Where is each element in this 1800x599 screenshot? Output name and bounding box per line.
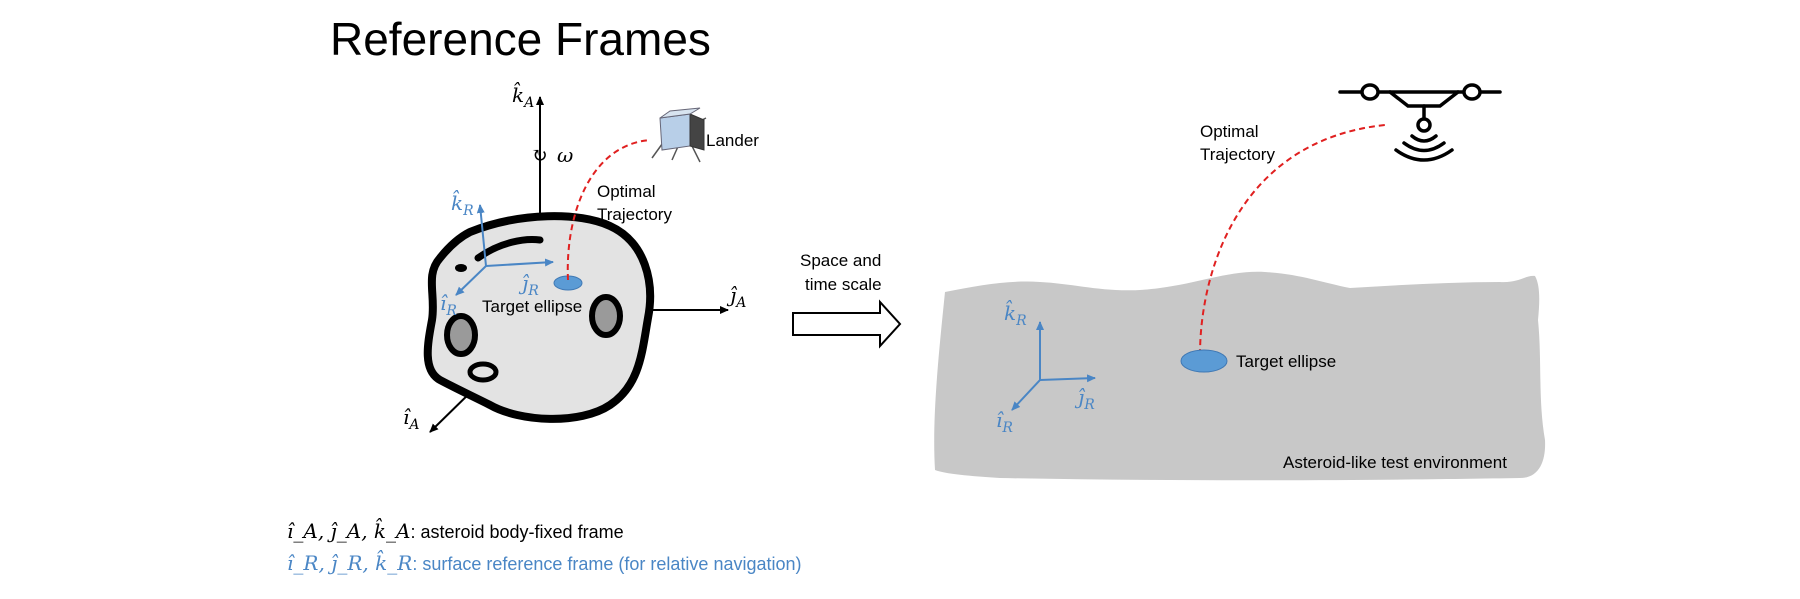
transition: Space and time scale — [792, 251, 902, 349]
lander-icon — [651, 107, 707, 163]
j-a-label: ĵA — [726, 283, 746, 311]
i-r-axis — [455, 265, 487, 296]
lander-label: Lander — [706, 131, 759, 150]
k-r-axis — [476, 204, 487, 267]
i-r-label: îR — [440, 291, 457, 319]
k-a-label: k̂A — [512, 81, 534, 111]
crater — [589, 294, 623, 338]
omega-label: ω — [557, 143, 573, 167]
target-ellipse — [1180, 349, 1228, 373]
page-title: Reference Frames — [330, 13, 711, 65]
j-r-axis — [485, 258, 554, 267]
optimal-trajectory — [566, 139, 651, 281]
trajectory-label-line2: Trajectory — [597, 205, 672, 224]
transition-label-line1: Space and — [800, 251, 881, 270]
asteroid-pit — [455, 264, 467, 272]
terrain-block — [934, 271, 1546, 481]
legend: î_A, ĵ_A, k̂_A: asteroid body-fixed fram… — [287, 517, 802, 575]
environment-label: Asteroid-like test environment — [1283, 453, 1507, 472]
rotation-icon: ↻ — [531, 143, 548, 167]
test-environment-panel: k̂R ĵR îR Optimal Trajectory Target elli… — [934, 83, 1546, 481]
legend-surface: î_R, ĵ_R, k̂_R: surface reference frame … — [287, 549, 802, 575]
legend-text-r: : surface reference frame (for relative … — [412, 554, 801, 574]
crater — [444, 313, 478, 357]
legend-symbols-r: î_R, ĵ_R, k̂_R — [287, 549, 412, 575]
transition-label-line2: time scale — [805, 275, 882, 294]
i-r-label: îR — [996, 408, 1013, 436]
i-a-label: îA — [403, 405, 420, 433]
k-r-label: k̂R — [1004, 299, 1027, 329]
asteroid-panel: ↻ ω k̂A ĵA îA k̂R ĵR îR Lander Optimal T… — [403, 81, 759, 433]
j-r-axis — [1039, 374, 1096, 383]
legend-symbols-a: î_A, ĵ_A, k̂_A — [287, 517, 410, 543]
i-r-axis — [1011, 379, 1041, 411]
trajectory-label-line1: Optimal — [597, 182, 656, 201]
optimal-trajectory — [1199, 124, 1386, 356]
trajectory-label-line1: Optimal — [1200, 122, 1259, 141]
target-ellipse-label: Target ellipse — [482, 297, 582, 316]
drone-icon — [1338, 83, 1502, 162]
legend-body-fixed: î_A, ĵ_A, k̂_A: asteroid body-fixed fram… — [287, 517, 624, 543]
legend-text-a: : asteroid body-fixed frame — [410, 522, 623, 542]
trajectory-label-line2: Trajectory — [1200, 145, 1275, 164]
crater — [467, 361, 499, 383]
k-r-label: k̂R — [451, 189, 474, 219]
target-ellipse-label: Target ellipse — [1236, 352, 1336, 371]
transition-arrow-icon — [792, 299, 902, 349]
